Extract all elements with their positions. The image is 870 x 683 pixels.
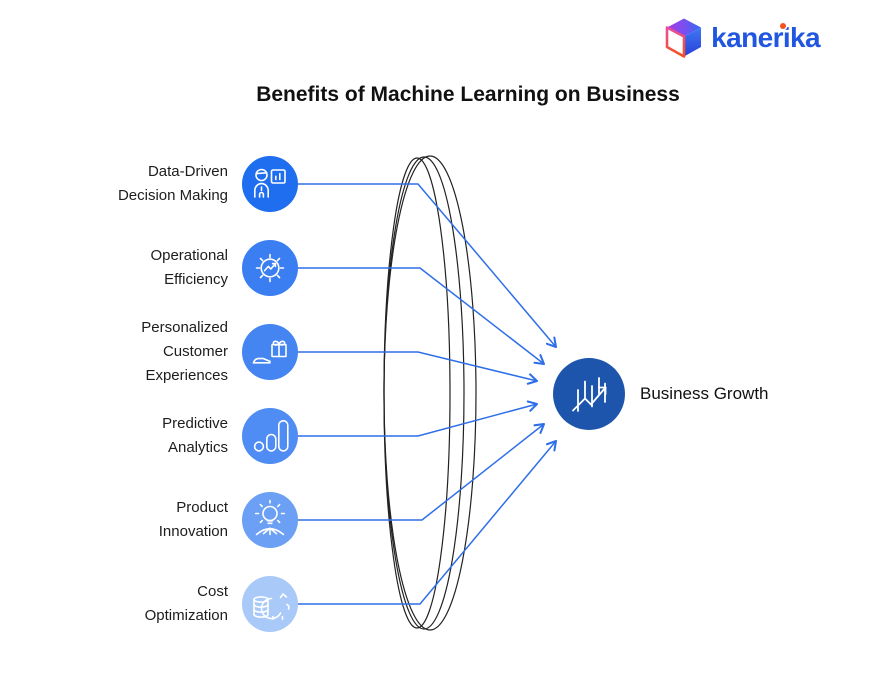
arrow-cost <box>298 439 558 605</box>
benefit-item-data-driven: Data-Driven Decision Making <box>62 156 298 212</box>
benefit-item-predictive: Predictive Analytics <box>62 408 298 464</box>
piggy-bank-coins-icon <box>242 576 298 632</box>
logo-i-dot <box>780 23 787 29</box>
kanerika-cube-icon <box>665 18 702 58</box>
result-label: Business Growth <box>640 384 769 403</box>
arrow-operational <box>298 267 546 366</box>
arrow-data-driven <box>298 183 558 349</box>
gift-hand-icon <box>242 324 298 380</box>
presenter-chart-icon <box>242 156 298 212</box>
benefit-label: Predictive Analytics <box>162 415 228 456</box>
benefit-item-cost: Cost Optimization <box>62 576 298 632</box>
analytics-bars-icon <box>242 408 298 464</box>
benefit-label: Operational Efficiency <box>150 247 228 288</box>
benefit-label: Data-Driven Decision Making <box>117 163 228 204</box>
arrow-predictive <box>298 400 539 437</box>
kanerika-logo: kanerika <box>665 17 821 58</box>
growth-chart-arrow-icon <box>553 358 625 430</box>
connector-arrows <box>298 183 558 605</box>
logo-wordmark: kanerika <box>711 17 820 58</box>
benefit-item-product: Product Innovation <box>62 492 298 548</box>
benefit-item-operational: Operational Efficiency <box>62 240 298 296</box>
benefit-label: Cost Optimization <box>144 583 228 624</box>
result-item-business-growth: Business Growth <box>553 358 769 430</box>
gear-trend-icon <box>242 240 298 296</box>
benefit-label: Personalized Customer Experiences <box>141 319 228 384</box>
page-title: Benefits of Machine Learning on Business <box>256 83 680 106</box>
logo-text: kanerika <box>711 22 820 53</box>
benefit-label: Product Innovation <box>158 499 228 540</box>
arrow-product <box>298 422 546 521</box>
lens-shape <box>383 155 477 631</box>
lightbulb-hands-icon <box>242 492 298 548</box>
arrow-personalized <box>298 351 539 385</box>
benefit-item-personalized: Personalized Customer Experiences <box>62 316 298 388</box>
